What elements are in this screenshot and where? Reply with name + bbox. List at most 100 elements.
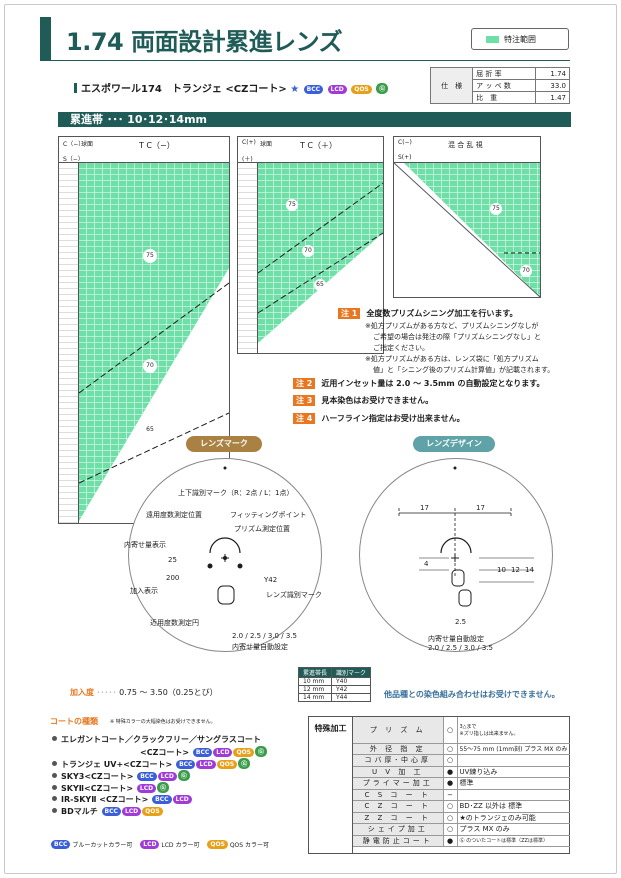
page-title: 1.74 両面設計累進レンズ (66, 28, 343, 56)
zone-mark-65: 65 (314, 279, 326, 291)
page-frame (4, 4, 617, 874)
zone-mark-75: 75 (286, 199, 298, 211)
subnote-line: ご指定ください。 (373, 344, 429, 352)
process-label: シェイプ加工 (353, 823, 443, 836)
process-label: U V 加 工 (353, 766, 443, 778)
table-cell: 14 mm (297, 693, 333, 702)
inset-options: 2.0 / 2.5 / 3.0 / 3.5 (428, 644, 493, 652)
inset-options: 2.0 / 2.5 / 3.0 / 3.5 (232, 632, 297, 640)
bullet-icon (52, 785, 57, 790)
qos-badge: QOS (142, 807, 163, 816)
s-axis-label: (＋) (242, 156, 253, 163)
g-badge: Ⓖ (255, 746, 268, 757)
region-label: 球面 (260, 141, 273, 148)
boundary-65 (79, 412, 229, 484)
spec-label: ア ッ ベ 数 (472, 79, 536, 92)
diagonal-boundary (394, 163, 540, 297)
process-mark: ● (442, 777, 458, 790)
lens-design-drawing (398, 466, 534, 607)
fitting-point-label: フィッティングポイント (230, 511, 307, 519)
bullet-icon (52, 761, 57, 766)
spec-value: 33.0 (534, 79, 571, 92)
chart-mixed-astigmatism: C(−) 混 合 乱 視 S(+) 75 70 (393, 136, 541, 298)
custom-range-legend: 特注範囲 (471, 28, 569, 50)
process-note (457, 789, 570, 801)
title-accent-bar (40, 17, 51, 61)
special-processing-table: 特殊加工 プ リ ズ ム○3△まで ※ズリ指しは出来ません。 外 径 指 定○5… (308, 716, 570, 854)
process-label: 静電防止コート (353, 835, 443, 847)
dimension-right: 17 (476, 504, 485, 512)
product-name-line: エスポワール174 トランジェ <CZコート> ★ BCC LCD QOS Ⓖ (74, 80, 389, 95)
bcc-badge: BCC (101, 807, 121, 816)
chart-title: T C（−） (139, 141, 175, 150)
coating-name: SKY3<CZコート> (61, 772, 134, 781)
table-header: 識別マーク (331, 667, 372, 678)
zone-mark-75: 75 (490, 203, 502, 215)
product-name: エスポワール174 トランジェ <CZコート> (81, 84, 287, 95)
process-note: 55～75 mm (1mm刻) プラス MX のみ (457, 743, 570, 755)
legend-label: 特注範囲 (504, 35, 536, 44)
inset-value: 25 (168, 556, 177, 564)
table-cell: 12 mm (297, 685, 333, 694)
legend-text: QOS カラー可 (229, 842, 269, 849)
note-tag: 注 3 (293, 395, 316, 406)
note-tag: 注 2 (293, 378, 316, 389)
note-text: 全度数プリズムシニング加工を行います。 (366, 309, 518, 318)
coating-name: <CZコート> (140, 748, 190, 757)
near-measure-circle-label: 近用度数測定円 (150, 619, 199, 627)
addition-display-label: 加入表示 (130, 587, 158, 595)
spec-label: 屈 折 率 (472, 67, 536, 80)
bcc-badge: BCC (152, 795, 172, 804)
lcd-badge: LCD (196, 760, 216, 769)
coating-name: SKYⅡ<CZコート> (61, 784, 134, 793)
corridor-10: 10 (497, 566, 506, 574)
process-mark: ○ (442, 823, 458, 836)
note-text: 見本染色はお受けできません。 (321, 396, 434, 405)
table-cell: 10 mm (297, 677, 333, 686)
coating-name: IR-SKYⅡ <CZコート> (61, 795, 149, 804)
coating-name: BDマルチ (61, 807, 98, 816)
lens-id-value: Y42 (264, 576, 278, 584)
bcc-badge: BCC (303, 85, 324, 94)
product-accent-bar (74, 83, 77, 93)
bcc-badge: BCC (176, 760, 196, 769)
g-badge: Ⓖ (157, 782, 170, 793)
spec-label: 比 重 (472, 91, 536, 104)
note-3: 注 3 見本染色はお受けできません。 (293, 395, 433, 406)
bullet-icon (52, 773, 57, 778)
c-axis-label: C(+) (242, 139, 256, 146)
y-axis-column (238, 163, 258, 353)
chart-header: C(−) 混 合 乱 視 S(+) (394, 137, 540, 163)
zone-mark-70: 70 (520, 265, 532, 277)
distance-measure-label: 遠用度数測定位置 (146, 511, 202, 519)
lcd-badge: LCD (213, 748, 233, 757)
zone-mark-65: 65 (143, 423, 157, 437)
chart-region-svg (394, 163, 540, 297)
subnote-line: 値」と「シニング後のプリズム計算値」が記載されます。 (373, 366, 555, 374)
bullet-icon (52, 808, 57, 813)
inset-auto-label: 内寄せ量自動設定 (428, 635, 484, 643)
bullet-icon (52, 796, 57, 801)
spec-value: 1.47 (534, 91, 571, 104)
table-cell: Y44 (331, 693, 372, 702)
table-cell: Y40 (331, 677, 372, 686)
subnote-line: ※処方プリズムがある方は、レンズ袋に「処方プリズム (365, 355, 539, 363)
chart-region-svg (79, 163, 229, 521)
dimension-4: 4 (424, 560, 429, 568)
c-axis-label: C（−） (63, 141, 85, 148)
dimension-2-5: 2.5 (455, 618, 467, 626)
prism-measure-label: プリズム測定位置 (234, 525, 290, 533)
legend-text: LCD カラー可 (161, 842, 200, 849)
lens-mark-title: レンズマーク (186, 436, 262, 452)
g-badge: Ⓖ (376, 83, 389, 94)
qos-badge: QOS (216, 760, 238, 769)
title-underline (40, 60, 570, 61)
process-label: Z Z コ ー ト (353, 812, 443, 824)
addition-value: 0.75 ～ 3.50（0.25とび） (119, 688, 218, 697)
